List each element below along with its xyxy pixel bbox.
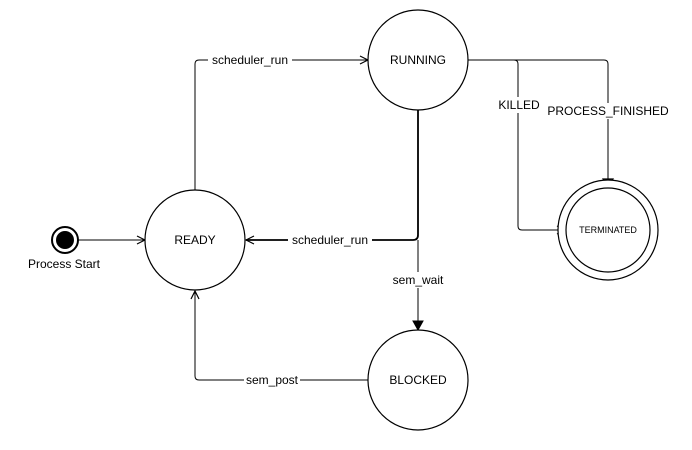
state-ready[interactable] (144, 189, 246, 291)
label-ready-to-running: scheduler_run (212, 53, 288, 67)
edge-running-to-ready (246, 110, 419, 240)
edge-running-to-terminated-finished (468, 59, 608, 188)
state-blocked[interactable] (367, 329, 469, 431)
state-terminated[interactable] (557, 179, 659, 281)
start-node[interactable] (51, 226, 79, 254)
label-killed: KILLED (498, 98, 540, 112)
edge-ready-to-running (194, 60, 368, 190)
state-running-label: RUNNING (390, 53, 446, 67)
label-running-to-blocked: sem_wait (393, 273, 444, 287)
label-running-to-ready: scheduler_run (292, 233, 368, 247)
start-label: Process Start (28, 257, 101, 271)
label-blocked-to-ready: sem_post (246, 373, 299, 387)
state-running[interactable] (367, 9, 469, 111)
state-ready-label: READY (174, 233, 215, 247)
edge-running-to-terminated-killed (468, 59, 565, 230)
label-process-finished: PROCESS_FINISHED (547, 104, 669, 118)
edge-blocked-to-ready (195, 291, 370, 381)
state-terminated-label: TERMINATED (579, 225, 637, 235)
state-blocked-label: BLOCKED (389, 373, 447, 387)
